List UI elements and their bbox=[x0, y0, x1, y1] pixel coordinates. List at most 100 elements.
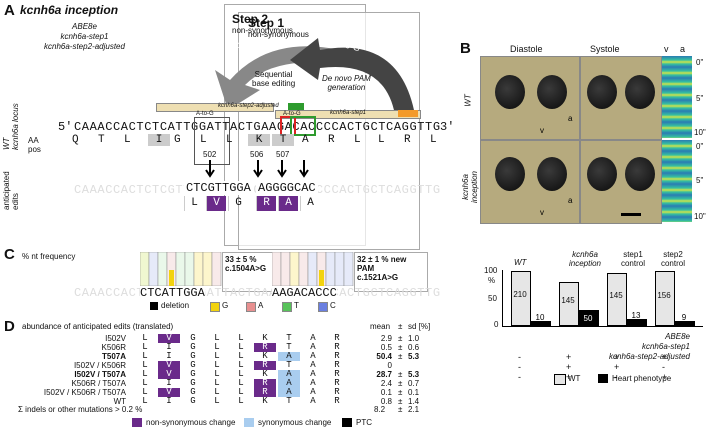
edit-right-aa: R A A bbox=[256, 196, 326, 212]
edit-row-name: I502V bbox=[105, 334, 126, 343]
sequential-label: Sequential base editing bbox=[252, 70, 296, 88]
edit-row-sd: 5.3 bbox=[408, 352, 420, 361]
edit-aa-cell: L bbox=[230, 388, 252, 397]
edit-right-seq: AGGGGCAC bbox=[256, 181, 318, 195]
edit-row-mean: 50.4 bbox=[376, 352, 392, 361]
edit-row-pm: ± bbox=[398, 370, 403, 379]
bar-heart bbox=[627, 319, 647, 326]
edit-row-mean: 0.5 bbox=[380, 343, 392, 352]
edit-aa-cell: L bbox=[134, 361, 156, 370]
edit-aa-cell: A bbox=[302, 352, 324, 361]
edit-aa-cell: K bbox=[254, 370, 276, 379]
edit-aa-cell: L bbox=[134, 379, 156, 388]
embryo-wt-systole bbox=[580, 56, 662, 140]
edit-aa-l: L bbox=[184, 196, 204, 211]
panel-a-title: kcnh6a inception bbox=[20, 3, 119, 17]
edit-aa-cell: T bbox=[278, 334, 300, 343]
chroma-g-bar-2 bbox=[319, 270, 324, 286]
indels-label: Σ indels or other mutations > 0.2 % bbox=[18, 405, 143, 414]
legend-heart-swatch bbox=[598, 374, 608, 383]
bar-wt-label: 145 bbox=[561, 296, 575, 306]
legend-ptc-swatch bbox=[342, 418, 352, 427]
chart-ytick-100: 100 bbox=[484, 266, 498, 275]
legend-wt-swatch bbox=[554, 374, 566, 385]
edit-aa-cell: I bbox=[158, 343, 180, 352]
edit-aa-cell: A bbox=[302, 397, 324, 406]
edit-row-sd: 0.6 bbox=[408, 343, 420, 352]
legend-c: C bbox=[330, 301, 336, 310]
edit-aa-a2: A bbox=[300, 196, 320, 211]
atog-small-2: A-to-G bbox=[196, 111, 214, 117]
legend-deletion: deletion bbox=[161, 301, 190, 310]
aa-g: G bbox=[174, 134, 181, 146]
edit-aa-cell: G bbox=[182, 379, 204, 388]
edit-aa-cell: L bbox=[206, 352, 228, 361]
d-header: abundance of anticipated edits (translat… bbox=[22, 322, 174, 331]
edit-aa-cell: V bbox=[158, 334, 180, 343]
edit-row-sd: 0.1 bbox=[408, 388, 420, 397]
bar-heart bbox=[579, 309, 599, 326]
atog-small-1: A-to-G bbox=[283, 111, 301, 117]
edit-aa-cell: L bbox=[134, 397, 156, 406]
down-arrow-icon bbox=[205, 160, 215, 178]
pos-502: 502 bbox=[203, 150, 217, 159]
bar-heart bbox=[531, 321, 551, 326]
bar-wt-label: 210 bbox=[513, 290, 527, 300]
time-0-inc: 0" bbox=[696, 142, 704, 151]
aa-a: A bbox=[302, 134, 309, 146]
construct-step1: kcnh6a-step1 bbox=[60, 32, 109, 41]
d-col-pm: ± bbox=[398, 322, 403, 331]
condition-label: kcnh6a-step2-adjusted bbox=[609, 352, 690, 361]
legend-heart: Heart phenotype bbox=[612, 374, 672, 383]
edit-aa-g: G bbox=[228, 196, 248, 211]
edit-aa-cell: A bbox=[278, 352, 300, 361]
guide-step1-bar bbox=[275, 110, 421, 119]
label-a-wt: a bbox=[568, 114, 573, 123]
construct-list: ABE8e kcnh6a-step1 kcnh6a-step2-adjusted bbox=[44, 22, 125, 52]
edit-aa-cell: A bbox=[302, 388, 324, 397]
edit-row-mean: 2.4 bbox=[380, 379, 392, 388]
d-col-sd: sd [%] bbox=[408, 322, 431, 331]
time-0-wt: 0" bbox=[696, 58, 704, 67]
edit-aa-cell: A bbox=[278, 388, 300, 397]
eye-left bbox=[587, 75, 617, 109]
aa-r2: R bbox=[404, 134, 411, 146]
legend-deletion-swatch bbox=[150, 302, 158, 310]
chart-cat-3: step2 control bbox=[660, 250, 685, 268]
edit-aa-cell: L bbox=[206, 370, 228, 379]
chart-ytick-0: 0 bbox=[494, 320, 499, 329]
label-a-inc: a bbox=[568, 196, 573, 205]
edit-aa-cell: R bbox=[254, 361, 276, 370]
legend-ptc: PTC bbox=[356, 418, 372, 427]
chroma-g-bar bbox=[169, 270, 174, 286]
legend-nonsyn-swatch bbox=[132, 418, 142, 427]
edit-aa-cell: L bbox=[206, 397, 228, 406]
stat2-box: 32 ± 1 % new PAM c.1521A>G bbox=[354, 252, 428, 292]
edit-aa-cell: R bbox=[254, 343, 276, 352]
col-v: v bbox=[664, 44, 669, 54]
anticipated-label: anticipated edits bbox=[2, 171, 20, 210]
condition-value: + bbox=[566, 372, 572, 382]
edit-aa-cell: L bbox=[134, 352, 156, 361]
legend-a: A bbox=[258, 301, 264, 310]
aa-i: I bbox=[148, 134, 170, 146]
bar-wt-label: 145 bbox=[609, 291, 623, 301]
bar-heart-label: 13 bbox=[631, 311, 641, 321]
edit-left-aa: L V G bbox=[184, 196, 254, 212]
chromatogram-2 bbox=[272, 252, 354, 286]
eye-right bbox=[625, 157, 655, 191]
edit-aa-cell: R bbox=[326, 334, 348, 343]
pam-green bbox=[288, 103, 304, 110]
stat1: 33 ± 5 % bbox=[225, 255, 257, 264]
edit-aa-cell: R bbox=[326, 343, 348, 352]
condition-label: kcnh6a-step1 bbox=[641, 342, 690, 351]
condition-value: + bbox=[566, 362, 572, 372]
wt-locus-label: WT kcnh6a locus bbox=[2, 103, 20, 150]
aa-k: K bbox=[248, 134, 270, 146]
legend-syn-swatch bbox=[244, 418, 254, 427]
edit-left-seq: CTCGTTGGA bbox=[184, 181, 253, 195]
eye-left bbox=[495, 75, 525, 109]
legend-g: G bbox=[222, 301, 229, 310]
aa-r: R bbox=[328, 134, 335, 146]
nt-frequency-label: % nt frequency bbox=[22, 252, 76, 261]
